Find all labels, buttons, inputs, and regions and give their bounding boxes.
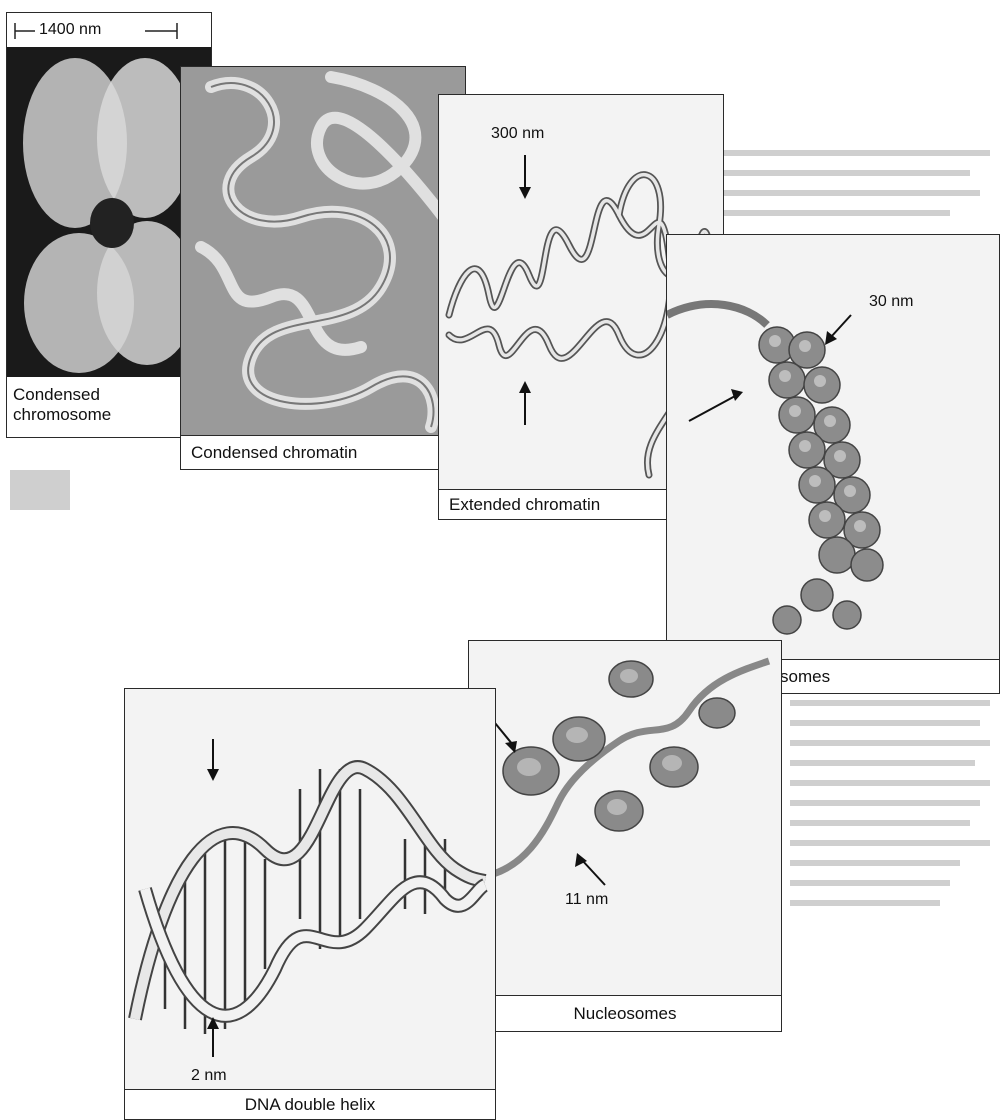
nucleosomes-illustration <box>469 641 782 1032</box>
coiled-nucleosomes-panel: 30 nm Coiled nucleosomes <box>666 234 1000 694</box>
dna-double-helix-panel: 2 nm DNA double helix <box>124 688 496 1120</box>
coiled-nucleosomes-dimension: 30 nm <box>869 293 913 311</box>
coiled-nucleosomes-illustration <box>667 235 1000 694</box>
nucleosome-dimension: 11 nm <box>565 891 608 909</box>
condensed-chromatin-caption: Condensed chromatin <box>181 435 465 469</box>
dna-double-helix-illustration <box>125 689 496 1120</box>
extended-chromatin-dimension: 300 nm <box>491 125 544 143</box>
condensed-chromatin-panel: Condensed chromatin <box>180 66 466 470</box>
dna-double-helix-caption: DNA double helix <box>125 1089 495 1119</box>
helix-dimension: 2 nm <box>191 1067 227 1085</box>
condensed-chromatin-illustration <box>181 67 466 470</box>
nucleosomes-caption: Nucleosomes <box>469 995 781 1031</box>
nucleosomes-panel: 11 nm Nucleosomes <box>468 640 782 1032</box>
scale-bar-label: 1400 nm <box>39 21 101 39</box>
condensed-chromosome-caption: Condensed chromosome <box>13 385 111 425</box>
